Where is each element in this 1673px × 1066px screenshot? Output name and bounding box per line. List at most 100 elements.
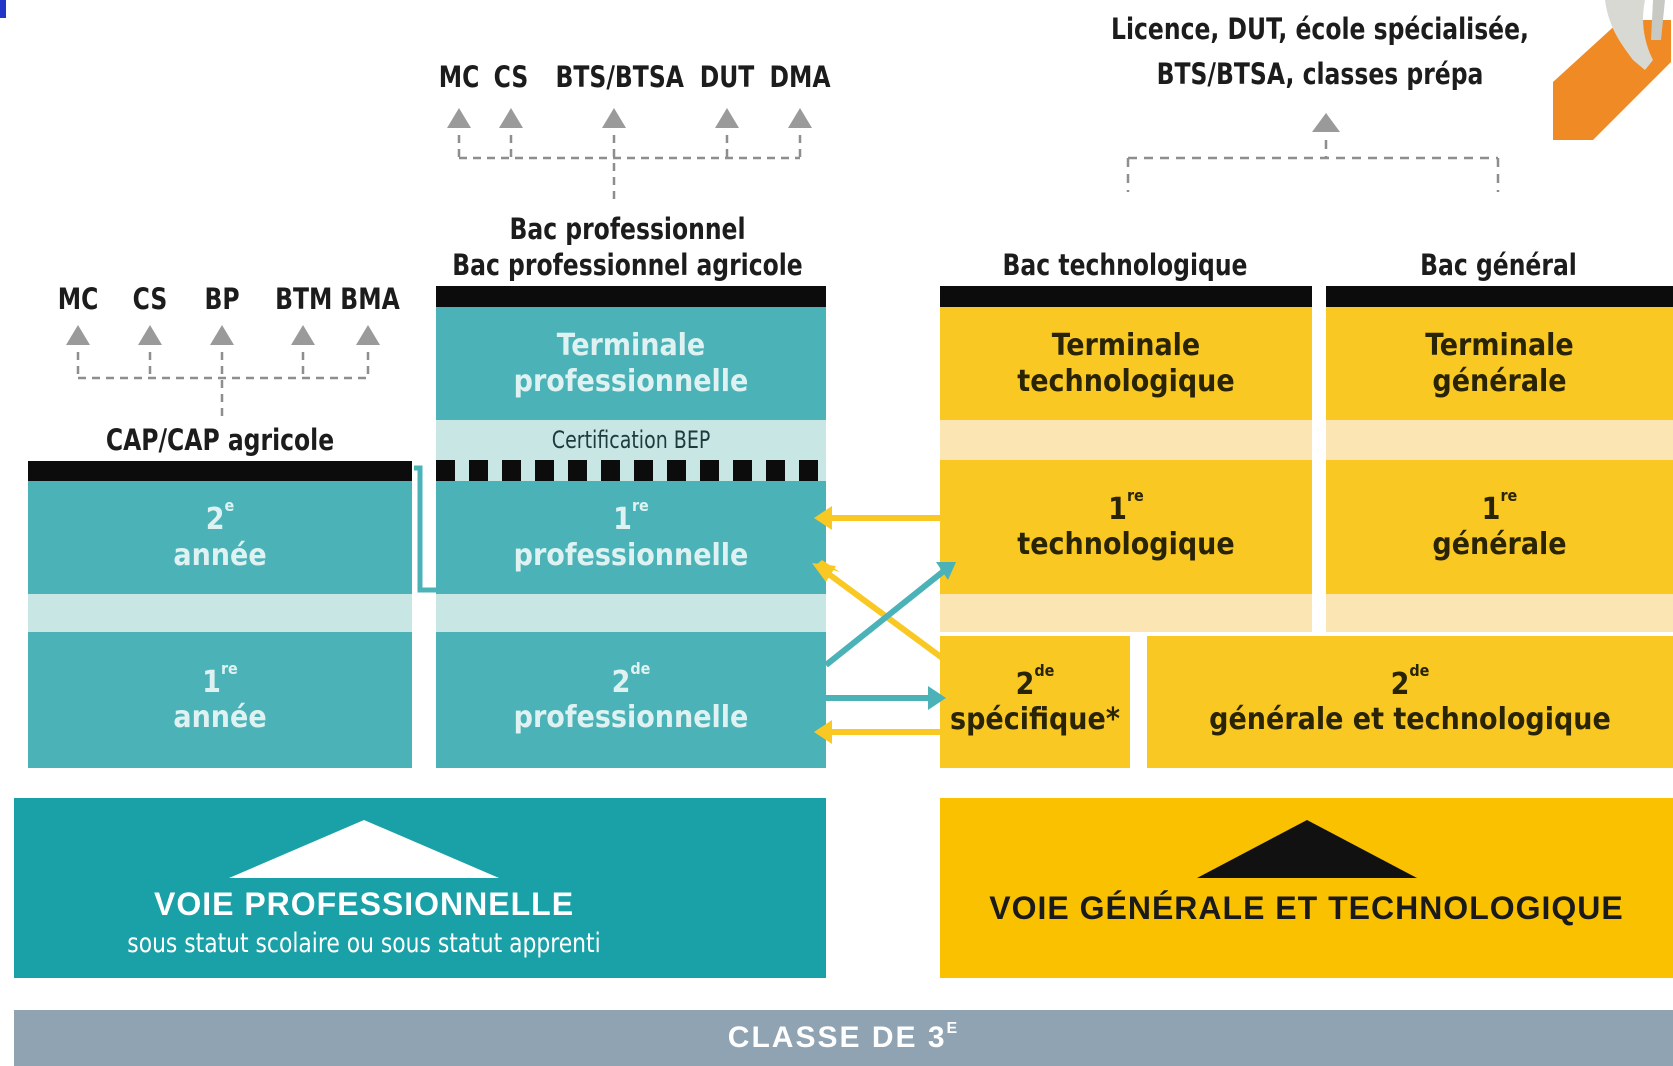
decorative-figure-icon — [1553, 0, 1673, 140]
seconde-pro-sup: de — [630, 658, 651, 678]
seconde-gt-num: 2 — [1390, 666, 1410, 702]
cap-outcome-bp: BP — [204, 282, 240, 316]
seconde-gt-label: générale et technologique — [1209, 702, 1611, 737]
premiere-generale-num: 1 — [1481, 491, 1501, 527]
cap-arrow-heads — [66, 325, 380, 345]
premiere-pro: 1re professionnelle — [436, 481, 826, 594]
techno-band-top — [940, 420, 1312, 460]
cap-band — [28, 594, 412, 632]
outcome-mc: MC — [438, 60, 480, 94]
cap-year-1-num: 1 — [202, 664, 221, 700]
classe-de-3e-footer: CLASSE DE 3E — [14, 1010, 1673, 1066]
cap-year-2-num: 2 — [205, 502, 225, 538]
premiere-techno: 1re technologique — [940, 460, 1312, 594]
terminale-techno: Terminale technologique — [940, 307, 1312, 420]
seconde-specifique-num: 2 — [1015, 666, 1035, 702]
outcome-bts-btsa: BTS/BTSA — [555, 60, 684, 94]
top-right-dashed-connector — [1126, 140, 1500, 192]
cap-year-2: 2e année — [28, 481, 412, 594]
voie-gt-title: VOIE GÉNÉRALE ET TECHNOLOGIQUE — [989, 890, 1624, 926]
outcome-dut: DUT — [699, 60, 755, 94]
cap-outcome-cs: CS — [132, 282, 168, 316]
header-cap: CAP/CAP agricole — [105, 423, 335, 457]
terminale-generale: Terminale générale — [1326, 307, 1673, 420]
terminale-pro: Terminale professionnelle — [436, 307, 826, 420]
arrow-up-icon — [447, 108, 471, 128]
outcome-dma: DMA — [769, 60, 831, 94]
premiere-techno-sup: re — [1126, 485, 1144, 505]
seconde-gt-sup: de — [1409, 660, 1430, 680]
seconde-pro: 2de professionnelle — [436, 632, 826, 768]
arrow-up-icon — [138, 325, 162, 345]
seconde-gt: 2de générale et technologique — [1147, 636, 1673, 768]
roof-black-icon — [1197, 820, 1417, 878]
arrow-up-icon — [210, 325, 234, 345]
bac-pro-dashed-connector — [457, 135, 802, 200]
certification-bep-label: Certification BEP — [551, 425, 711, 454]
voie-pro-subtitle: sous statut scolaire ou sous statut appr… — [127, 928, 601, 959]
roof-white-icon — [229, 820, 499, 878]
seconde-specifique-label: spécifique* — [950, 702, 1120, 737]
premiere-pro-num: 1 — [613, 502, 632, 538]
higher-ed-options-line1: Licence, DUT, école spécialisée, — [1111, 12, 1529, 46]
cap-year-2-label: année — [173, 537, 267, 573]
outcome-cs: CS — [493, 60, 529, 94]
terminale-techno-line1: Terminale — [1051, 328, 1201, 364]
bac-pro-bar — [436, 286, 826, 307]
terminale-generale-line2: générale — [1432, 363, 1567, 399]
header-bac-general: Bac général — [1420, 248, 1577, 282]
cap-outcome-btm: BTM — [275, 282, 333, 316]
arrow-up-icon — [602, 108, 626, 128]
premiere-pro-sup: re — [631, 496, 649, 516]
seconde-specifique: 2de spécifique* — [940, 636, 1130, 768]
footer-label: CLASSE DE 3 — [727, 1021, 947, 1054]
terminale-techno-line2: technologique — [1017, 363, 1235, 399]
terminale-pro-line1: Terminale — [556, 328, 706, 364]
header-bac-techno: Bac technologique — [1002, 248, 1248, 282]
cap-bar — [28, 461, 412, 481]
general-band-bottom — [1326, 594, 1673, 632]
bep-dashed-bar — [436, 460, 826, 481]
arrow-right-icon — [928, 686, 946, 710]
footer-sup: E — [946, 1020, 960, 1037]
corner-mark — [0, 0, 6, 18]
seconde-specifique-sup: de — [1034, 660, 1055, 680]
header-bac-pro-agricole: Bac professionnel agricole — [452, 248, 803, 282]
cap-year-1-sup: re — [220, 658, 238, 678]
arrow-left-icon — [814, 720, 832, 744]
cap-dashed-connector — [76, 352, 370, 420]
terminale-generale-line1: Terminale — [1425, 328, 1574, 364]
arrow-up-icon — [1312, 113, 1340, 132]
premiere-techno-num: 1 — [1108, 491, 1127, 527]
cap-outcome-bma: BMA — [340, 282, 400, 316]
certification-bep: Certification BEP — [436, 420, 826, 460]
voie-pro-title: VOIE PROFESSIONNELLE — [153, 886, 575, 922]
bac-general-bar — [1326, 286, 1673, 307]
arrow-up-icon — [499, 108, 523, 128]
premiere-generale-label: générale — [1432, 527, 1567, 562]
arrow-up-icon — [788, 108, 812, 128]
arrow-up-icon — [356, 325, 380, 345]
cap-outcome-mc: MC — [57, 282, 99, 316]
premiere-generale: 1re générale — [1326, 460, 1673, 594]
cap-year-1-label: année — [173, 700, 267, 735]
premiere-generale-sup: re — [1500, 485, 1518, 505]
arrow-up-icon — [715, 108, 739, 128]
arrow-up-icon — [291, 325, 315, 345]
cap-year-2-sup: e — [224, 496, 235, 516]
premiere-techno-label: technologique — [1017, 527, 1235, 562]
arrow-diagonal-icon — [936, 562, 956, 580]
header-bac-pro: Bac professionnel — [509, 212, 746, 246]
arrow-left-icon — [814, 506, 832, 530]
bac-pro-band — [436, 594, 826, 632]
voie-pro-banner: VOIE PROFESSIONNELLE sous statut scolair… — [14, 798, 826, 978]
techno-band-bottom — [940, 594, 1312, 632]
terminale-pro-line2: professionnelle — [513, 363, 749, 399]
arrow-up-icon — [66, 325, 90, 345]
bac-pro-arrow-heads — [447, 108, 812, 128]
cap-year-1: 1re année — [28, 632, 412, 768]
seconde-pro-num: 2 — [611, 664, 631, 700]
general-band-top — [1326, 420, 1673, 460]
